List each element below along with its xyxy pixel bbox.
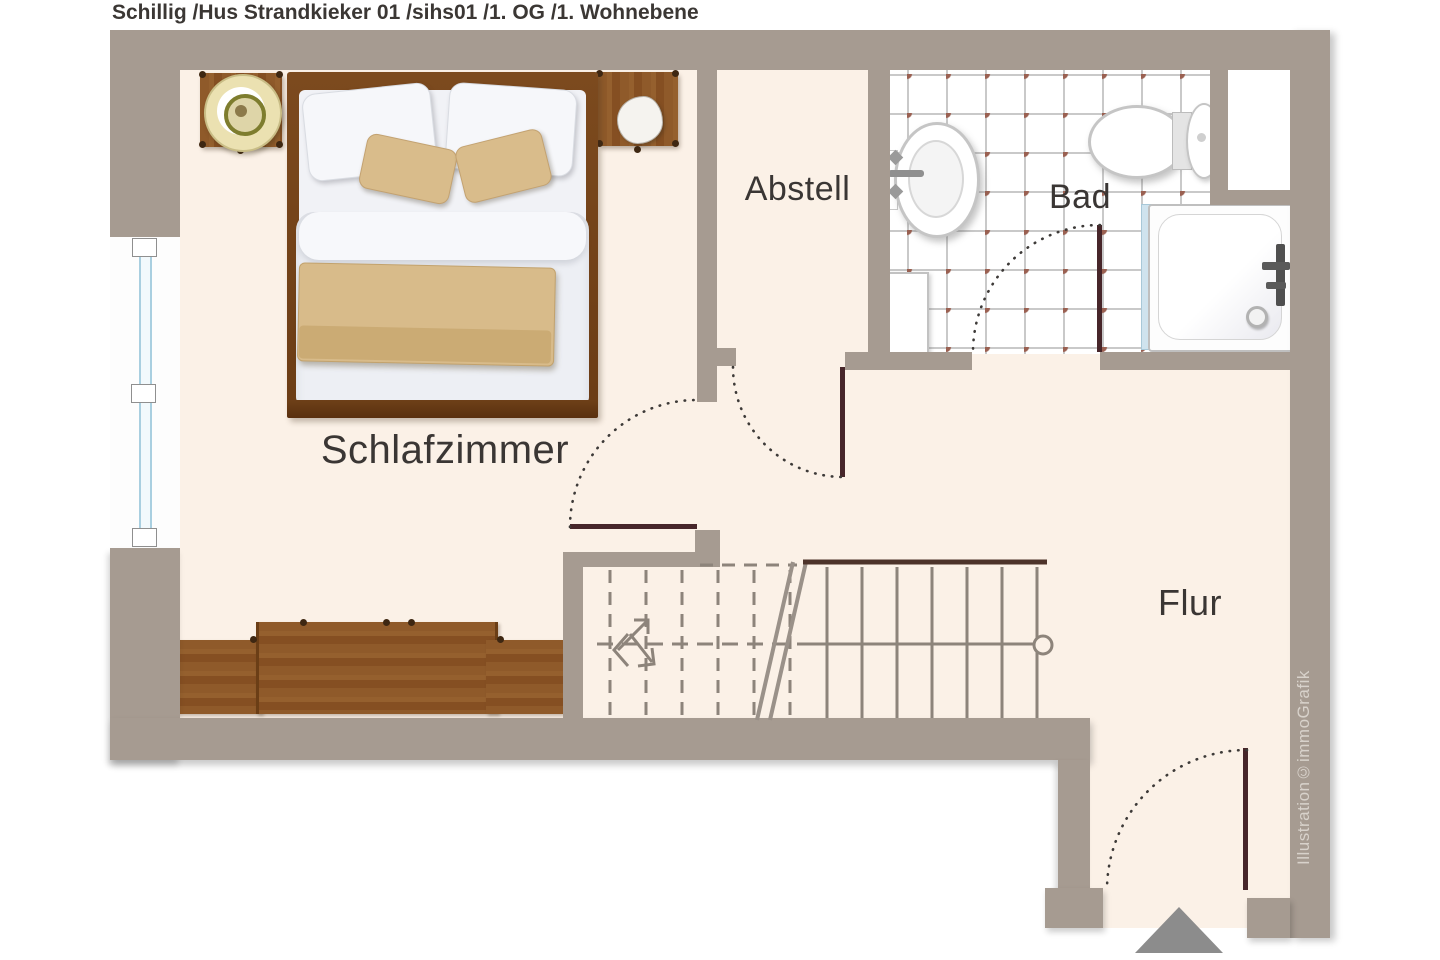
bed-duvet-fold	[299, 212, 586, 260]
sideboard-center	[256, 622, 498, 714]
abstell-door-leaf	[840, 367, 845, 477]
room-label-bad: Bad	[1049, 178, 1111, 216]
wall-abstell-bad	[868, 62, 890, 362]
wall-left-upper	[110, 70, 180, 237]
bed-footboard	[287, 400, 598, 418]
sideboard-right	[486, 640, 563, 714]
wall-entrance-right	[1247, 898, 1290, 938]
shower-drain	[1246, 306, 1268, 328]
wall-bottom	[110, 718, 1090, 760]
bed-blanket-fold	[298, 325, 552, 364]
room-label-abstell: Abstell	[744, 170, 851, 208]
corridor-floor	[1090, 718, 1297, 900]
schlafzimmer-door-leaf	[570, 524, 697, 529]
sideboard	[175, 640, 262, 714]
wall-stub-abstell	[717, 348, 736, 366]
bad-door-leaf	[1097, 225, 1102, 352]
window-mullion-bottom	[132, 528, 157, 547]
window-mullion-top	[132, 238, 157, 257]
wall-entrance-left	[1045, 888, 1103, 928]
wall-stair-top	[563, 552, 720, 567]
wall-bad-bottom-left	[845, 352, 972, 370]
wall-top	[110, 30, 1330, 70]
entrance-door-leaf	[1243, 748, 1248, 890]
wall-bad-bottom-right	[1100, 352, 1290, 370]
wall-corridor-left	[1058, 760, 1090, 898]
wall-schlafzimmer-abstell	[697, 62, 717, 402]
shower-faucet-icon	[1276, 244, 1285, 306]
bedside-lamp	[617, 96, 663, 144]
room-label-flur: Flur	[1158, 582, 1222, 623]
room-label-schlafzimmer: Schlafzimmer	[320, 428, 570, 472]
faucet-icon	[888, 170, 924, 177]
shower-faucet-icon	[1266, 282, 1286, 289]
watermark-text: Illustration©immoGrafik	[1294, 670, 1313, 866]
wall-stair-left	[563, 552, 583, 718]
entrance-arrow	[1135, 907, 1223, 953]
shower-faucet-icon	[1262, 262, 1290, 270]
window-mullion-middle	[131, 384, 156, 403]
plan-title: Schillig /Hus Strandkieker 01 /sihs01 /1…	[112, 1, 699, 24]
wall-stair-doorpost	[695, 530, 720, 567]
wall-niche	[1228, 70, 1290, 190]
